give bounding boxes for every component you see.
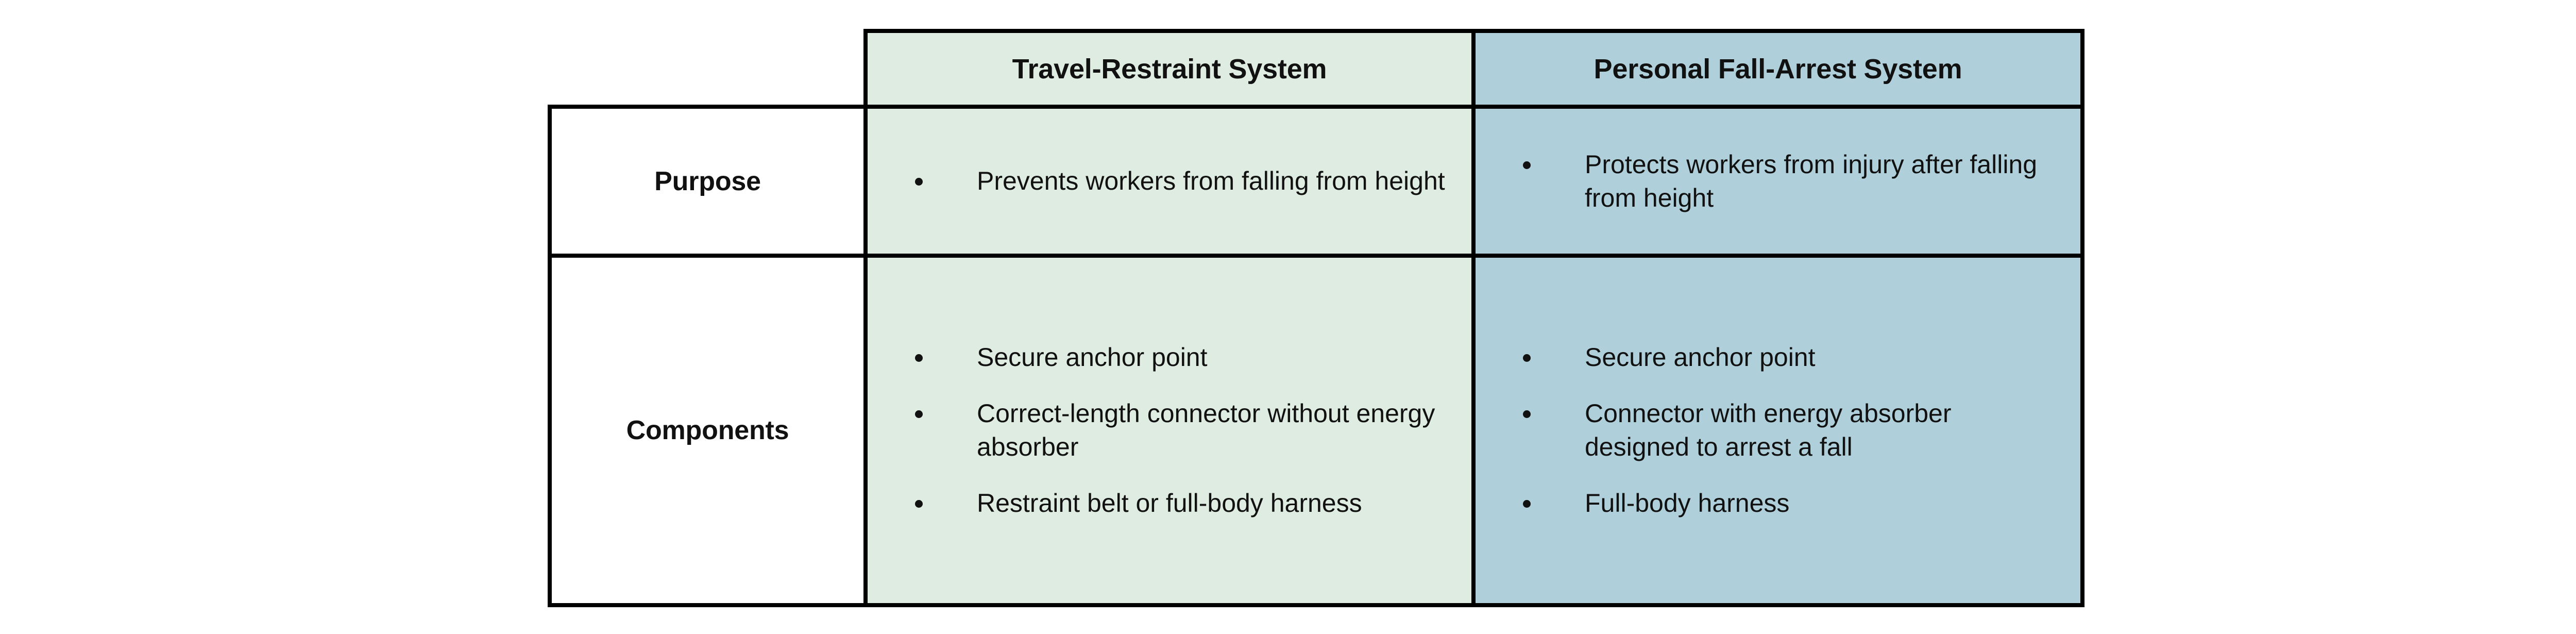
table-header: Travel-Restraint System Personal Fall-Ar… — [550, 29, 2084, 109]
bullet-list-components-personal-fall-arrest: Secure anchor point Connector with energ… — [1476, 341, 2080, 520]
bullet-list-components-travel-restraint: Secure anchor point Correct-length conne… — [868, 341, 1471, 520]
bullet-icon — [915, 178, 923, 186]
table-body: Purpose Prevents workers from falling fr… — [548, 105, 2084, 607]
list-item: Prevents workers from falling from heigh… — [902, 164, 1451, 198]
row-label-components: Components — [548, 254, 868, 607]
column-header-personal-fall-arrest: Personal Fall-Arrest System — [1471, 29, 2084, 109]
cell-purpose-personal-fall-arrest: Protects workers from injury after falli… — [1471, 105, 2084, 258]
bullet-icon — [1523, 410, 1531, 418]
list-item-text: Protects workers from injury after falli… — [1585, 149, 2038, 212]
list-item: Secure anchor point — [1510, 341, 2060, 374]
list-item: Secure anchor point — [902, 341, 1451, 374]
bullet-list-purpose-personal-fall-arrest: Protects workers from injury after falli… — [1476, 148, 2080, 215]
comparison-table: Travel-Restraint System Personal Fall-Ar… — [548, 29, 2084, 607]
list-item: Connector with energy absorber designed … — [1510, 397, 2060, 464]
list-item: Protects workers from injury after falli… — [1510, 148, 2060, 215]
bullet-icon — [1523, 500, 1531, 508]
bullet-icon — [915, 354, 923, 362]
list-item: Correct-length connector without energy … — [902, 397, 1451, 464]
table-row-components: Components Secure anchor point Correct-l… — [548, 254, 2084, 607]
list-item: Full-body harness — [1510, 487, 2060, 520]
header-row: Travel-Restraint System Personal Fall-Ar… — [550, 29, 2084, 109]
bullet-icon — [1523, 161, 1531, 169]
cell-components-personal-fall-arrest: Secure anchor point Connector with energ… — [1471, 254, 2084, 607]
list-item-text: Correct-length connector without energy … — [977, 399, 1435, 461]
cell-purpose-travel-restraint: Prevents workers from falling from heigh… — [863, 105, 1476, 258]
table-corner-cell — [550, 31, 866, 107]
row-label-purpose: Purpose — [548, 105, 868, 258]
list-item-text: Full-body harness — [1585, 489, 1790, 518]
cell-components-travel-restraint: Secure anchor point Correct-length conne… — [863, 254, 1476, 607]
bullet-icon — [1523, 354, 1531, 362]
list-item: Restraint belt or full-body harness — [902, 487, 1451, 520]
list-item-text: Connector with energy absorber designed … — [1585, 399, 1952, 461]
bullet-icon — [915, 500, 923, 508]
table-row-purpose: Purpose Prevents workers from falling fr… — [548, 105, 2084, 258]
list-item-text: Secure anchor point — [977, 343, 1208, 372]
list-item-text: Restraint belt or full-body harness — [977, 489, 1362, 518]
column-header-travel-restraint: Travel-Restraint System — [863, 29, 1476, 109]
bullet-icon — [915, 410, 923, 418]
list-item-text: Secure anchor point — [1585, 343, 1816, 372]
bullet-list-purpose-travel-restraint: Prevents workers from falling from heigh… — [868, 164, 1471, 198]
list-item-text: Prevents workers from falling from heigh… — [977, 166, 1445, 195]
